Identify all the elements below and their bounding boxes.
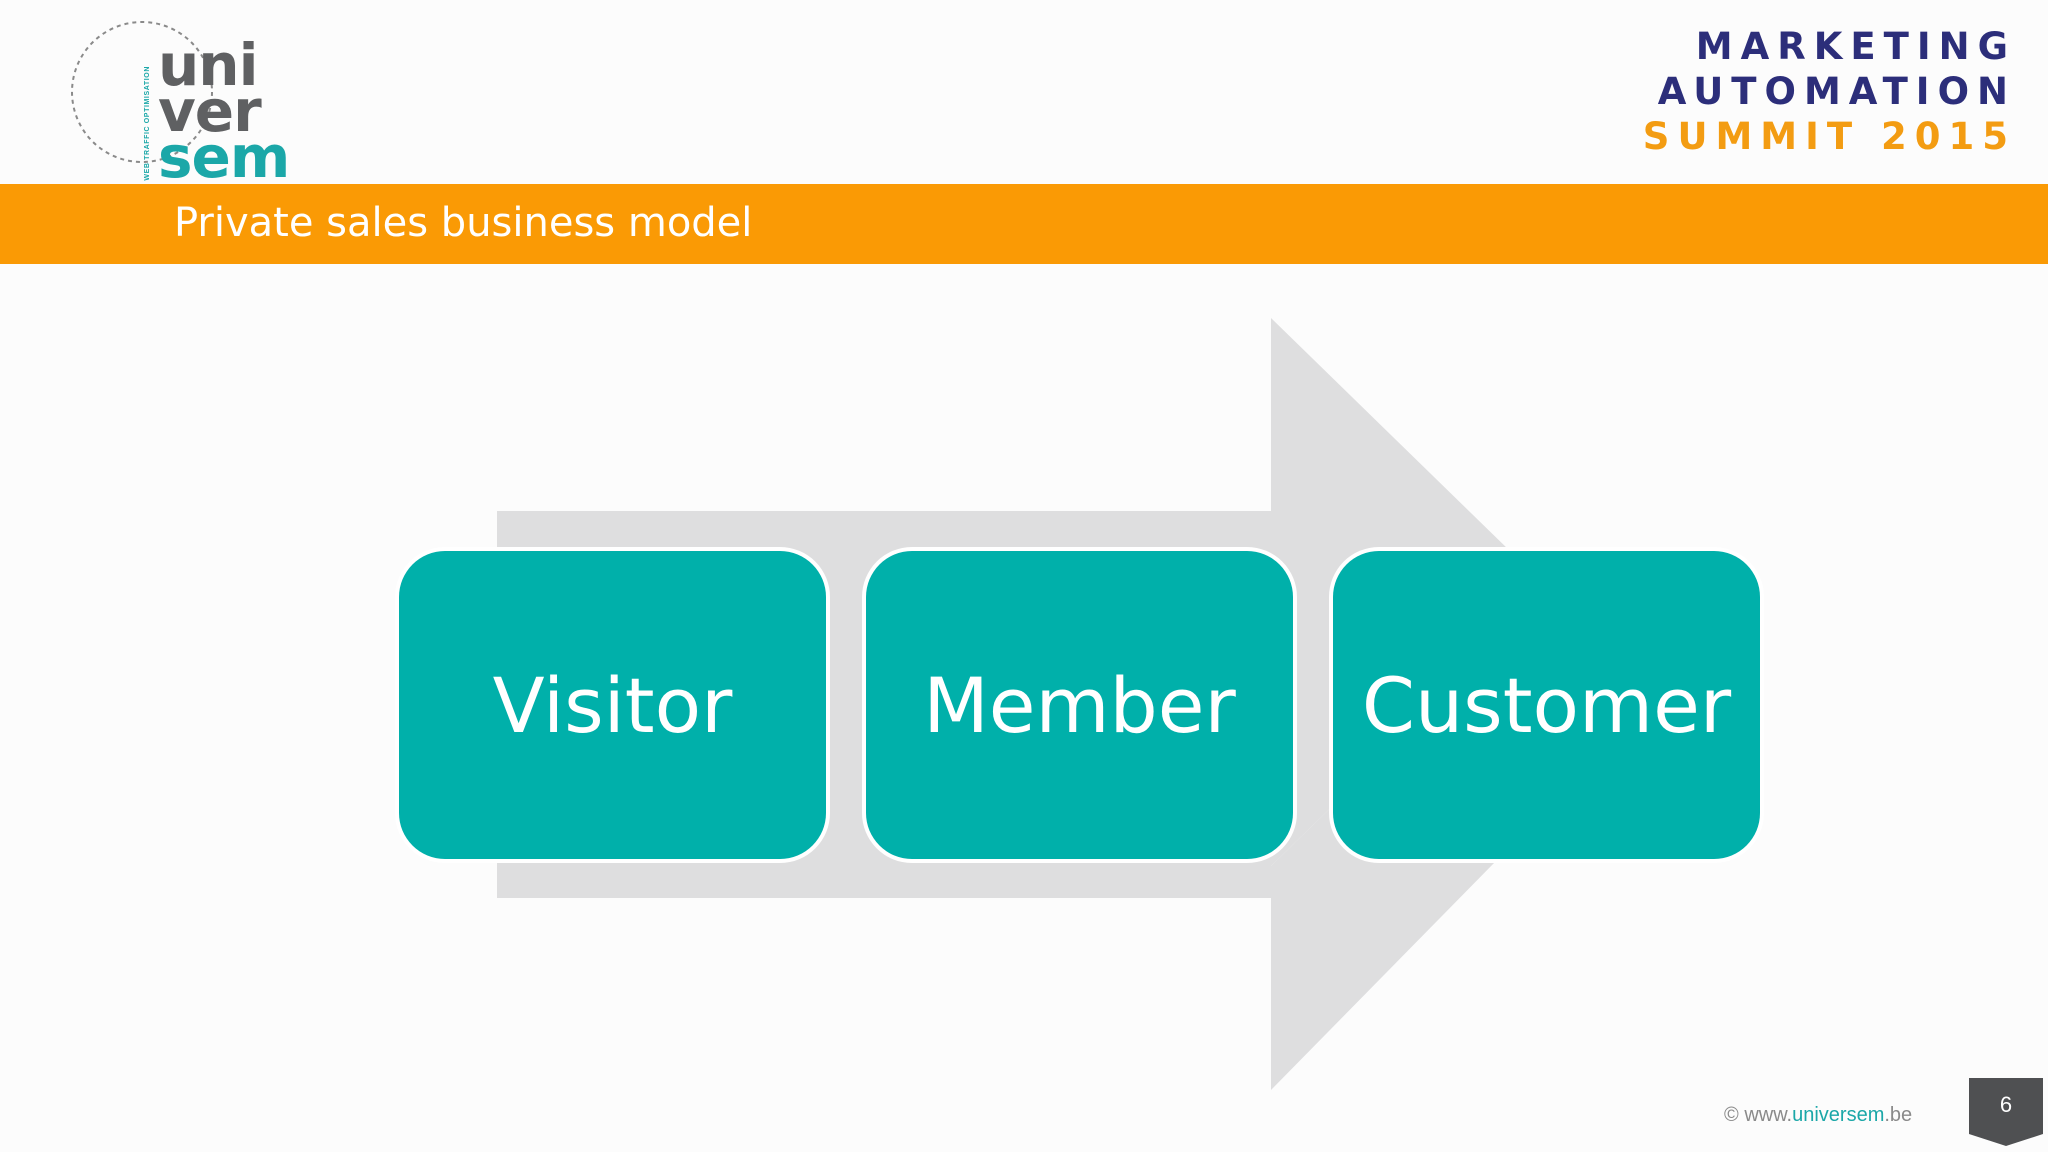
footer-copyright: © www.universem.be (1724, 1104, 1912, 1127)
stage-label-member: Member (923, 660, 1236, 750)
stage-box-visitor: Visitor (399, 551, 826, 859)
page-badge-icon (1969, 1078, 2043, 1146)
logo-text-ver: ver (158, 77, 262, 145)
event-logo: MARKETING AUTOMATION SUMMIT 2015 (1643, 24, 2016, 159)
copyright-symbol: © (1724, 1104, 1739, 1126)
event-line-automation: AUTOMATION (1657, 70, 2016, 113)
page-number: 6 (1999, 1092, 2013, 1117)
url-suffix: .be (1884, 1104, 1913, 1126)
url-brand: universem (1792, 1104, 1885, 1126)
url-prefix: www. (1744, 1104, 1793, 1126)
arrow-lower-shape (497, 592, 1552, 1090)
logo-text-sem: sem (158, 123, 290, 191)
title-bar: Private sales business model (0, 184, 2048, 264)
slide-title: Private sales business model (174, 200, 753, 246)
stage-label-customer: Customer (1361, 660, 1732, 750)
stage-label-visitor: Visitor (492, 660, 733, 750)
universem-logo: WEB TRAFFIC OPTIMISATION uni ver sem (62, 14, 322, 186)
stage-box-customer: Customer (1333, 551, 1760, 859)
dashed-circle-logo-icon (71, 21, 213, 163)
page-number-badge: 6 (1969, 1078, 2043, 1146)
logo-text-uni: uni (158, 31, 258, 99)
event-line-marketing: MARKETING (1695, 25, 2016, 68)
event-line-summit: SUMMIT 2015 (1642, 115, 2016, 158)
stage-box-member: Member (866, 551, 1293, 859)
